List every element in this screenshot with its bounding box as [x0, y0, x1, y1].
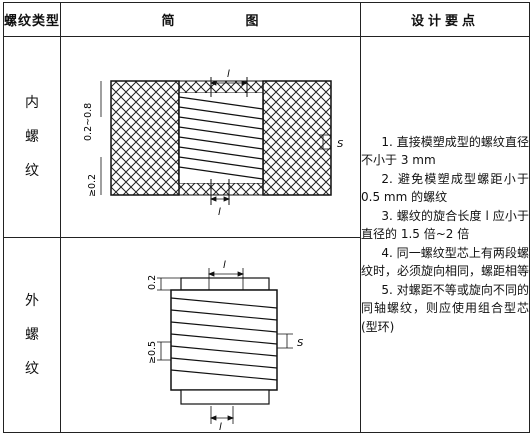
type-external-thread: 外 螺 纹	[3, 237, 61, 433]
molded-part-body	[110, 80, 332, 196]
row-internal-thread: 内 螺 纹	[3, 36, 530, 433]
gap-top-label: 0.2~0.8	[83, 103, 94, 141]
type-char: 外	[25, 293, 39, 309]
engage-length-bottom-label: l	[219, 422, 222, 432]
design-point-5: 5. 对螺距不等或旋向不同的同轴螺纹，则应使用组合型芯(型环)	[361, 282, 529, 334]
design-point-1: 1. 直接模塑成型的螺纹直径不小于 3 mm	[361, 134, 529, 168]
external-thread-drawing: 0.2 ≥0.5 l l S	[147, 260, 304, 432]
thread-design-table: 螺纹类型 简图 设计要点 内 螺 纹	[3, 2, 530, 433]
type-char: 螺	[25, 327, 39, 343]
dimension-lines	[100, 80, 331, 202]
internal-thread-drawing: 0.2~0.8 ≥0.2 l l S	[83, 69, 344, 218]
type-char: 纹	[25, 361, 39, 377]
design-point-4: 4. 同一螺纹型芯上有两段螺纹时，必须旋向相同，螺距相等	[361, 245, 530, 279]
header-row: 螺纹类型 简图 设计要点	[3, 2, 530, 37]
gap-top-label: 0.2	[147, 275, 158, 290]
type-internal-thread: 内 螺 纹	[3, 36, 61, 238]
type-char: 内	[25, 95, 39, 111]
header-thread-type: 螺纹类型	[3, 2, 61, 37]
header-diagram: 简图	[60, 2, 361, 37]
design-points-cell: 1. 直接模塑成型的螺纹直径不小于 3 mm 2. 避免模塑成型螺距小于 0.5…	[360, 36, 530, 433]
dimension-lines	[157, 268, 293, 424]
type-char: 纹	[25, 163, 39, 179]
pitch-label: S	[297, 338, 304, 349]
pitch-label: S	[337, 139, 344, 150]
gap-bottom-label: ≥0.2	[87, 174, 98, 197]
header-diagram-right: 图	[245, 14, 260, 29]
design-point-3: 3. 螺纹的旋合长度 l 应小于直径的 1.5 倍~2 倍	[361, 208, 529, 242]
header-diagram-left: 简	[161, 14, 176, 29]
thread-core	[178, 77, 264, 205]
gap-side-label: ≥0.5	[147, 341, 158, 364]
row-external-thread: 外 螺 纹	[3, 237, 530, 433]
external-thread-figure-cell: 0.2 ≥0.5 l l S	[60, 237, 361, 433]
engage-length-bottom-label: l	[218, 207, 221, 218]
engage-length-top-label: l	[227, 69, 230, 80]
threaded-stud	[170, 277, 278, 405]
header-design-points: 设计要点	[360, 2, 530, 37]
engage-length-top-label: l	[223, 260, 226, 271]
type-char: 螺	[25, 129, 39, 145]
internal-thread-figure-cell: 0.2~0.8 ≥0.2 l l S	[60, 36, 361, 238]
design-point-2: 2. 避免模塑成型螺距小于 0.5 mm 的螺纹	[361, 171, 529, 205]
